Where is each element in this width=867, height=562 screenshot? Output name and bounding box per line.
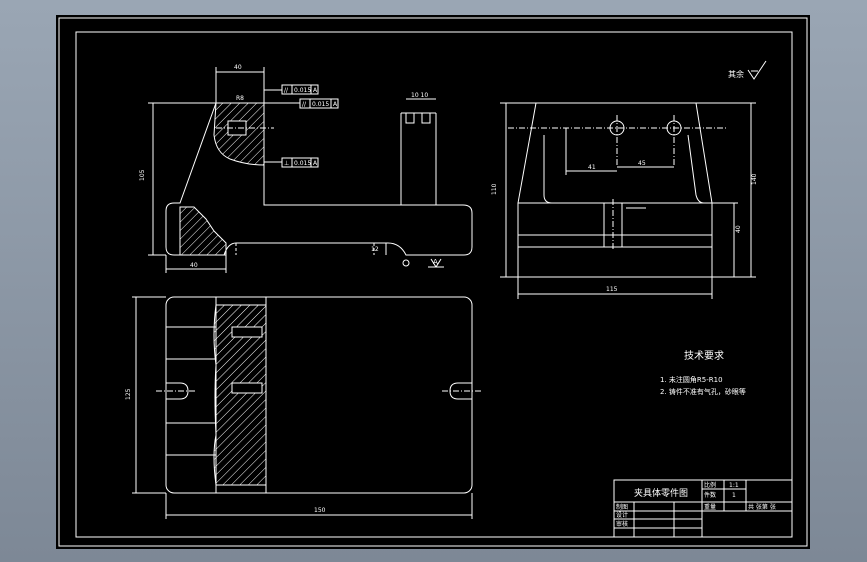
svg-text:0.015: 0.015 bbox=[294, 160, 311, 167]
drawing-sheet: // 0.015 A // 0.015 A ⊥ 0.015 A 40 105 4… bbox=[56, 15, 810, 549]
datum-label: A bbox=[433, 258, 438, 266]
tolerance-frame-2: // 0.015 A bbox=[299, 98, 339, 109]
side-view bbox=[500, 102, 756, 299]
dim-front-gap: 12 bbox=[371, 246, 379, 253]
inner-frame bbox=[75, 31, 793, 538]
tolerance-frame-3: ⊥ 0.015 A bbox=[281, 157, 319, 168]
dim-top-length: 150 bbox=[314, 507, 326, 514]
svg-text://: // bbox=[284, 87, 289, 94]
roughness-symbol bbox=[747, 60, 767, 80]
top-view bbox=[132, 296, 482, 519]
dim-side-width: 115 bbox=[606, 286, 618, 293]
title-block-title: 夹具体零件图 bbox=[634, 487, 688, 499]
dim-side-small: 41 bbox=[588, 164, 596, 171]
svg-text:A: A bbox=[313, 160, 318, 167]
title-block-scale-value: 1:1 bbox=[729, 482, 739, 489]
tech-requirements-heading: 技术要求 bbox=[684, 349, 724, 362]
dim-front-slot: 10 10 bbox=[411, 92, 428, 99]
svg-text:A: A bbox=[313, 87, 318, 94]
svg-text:0.015: 0.015 bbox=[312, 101, 329, 108]
svg-text:0.015: 0.015 bbox=[294, 87, 311, 94]
dim-front-height: 105 bbox=[139, 169, 146, 181]
svg-text://: // bbox=[302, 101, 307, 108]
dim-front-top-width: 40 bbox=[234, 64, 242, 71]
tech-requirement-item: 2. 铸件不准有气孔，砂眼等 bbox=[660, 387, 746, 396]
title-block-weight-label: 重量 bbox=[704, 503, 716, 511]
dim-side-total-height: 140 bbox=[751, 173, 758, 185]
title-block-quantity-value: 1 bbox=[732, 492, 736, 499]
dim-front-bottom-width: 40 bbox=[190, 262, 198, 269]
title-block-quantity-label: 件数 bbox=[704, 491, 716, 499]
roughness-note: 其余 bbox=[728, 69, 744, 79]
dim-side-base-height: 40 bbox=[735, 225, 742, 233]
cad-drawing: // 0.015 A // 0.015 A ⊥ 0.015 A 40 105 4… bbox=[58, 17, 808, 547]
svg-text:A: A bbox=[333, 101, 338, 108]
tech-requirement-item: 1. 未注圆角R5-R10 bbox=[660, 375, 723, 384]
title-block-review-label: 审核 bbox=[616, 520, 628, 528]
dim-side-height: 110 bbox=[491, 183, 498, 195]
dim-side-offset: 45 bbox=[638, 160, 646, 167]
svg-text:⊥: ⊥ bbox=[284, 160, 289, 167]
title-block-scale-label: 比例 bbox=[704, 481, 716, 489]
title-block-sheet-label: 共 张第 张 bbox=[748, 503, 776, 511]
title-block-design-label: 设计 bbox=[616, 511, 628, 519]
title-block-drawn-label: 制图 bbox=[616, 503, 628, 511]
front-view bbox=[148, 67, 473, 273]
dim-top-width: 125 bbox=[125, 388, 132, 400]
dim-front-r-callout: R8 bbox=[236, 95, 244, 102]
tolerance-frame-1: // 0.015 A bbox=[281, 84, 319, 95]
title-block bbox=[613, 479, 793, 538]
outer-frame bbox=[58, 17, 808, 547]
